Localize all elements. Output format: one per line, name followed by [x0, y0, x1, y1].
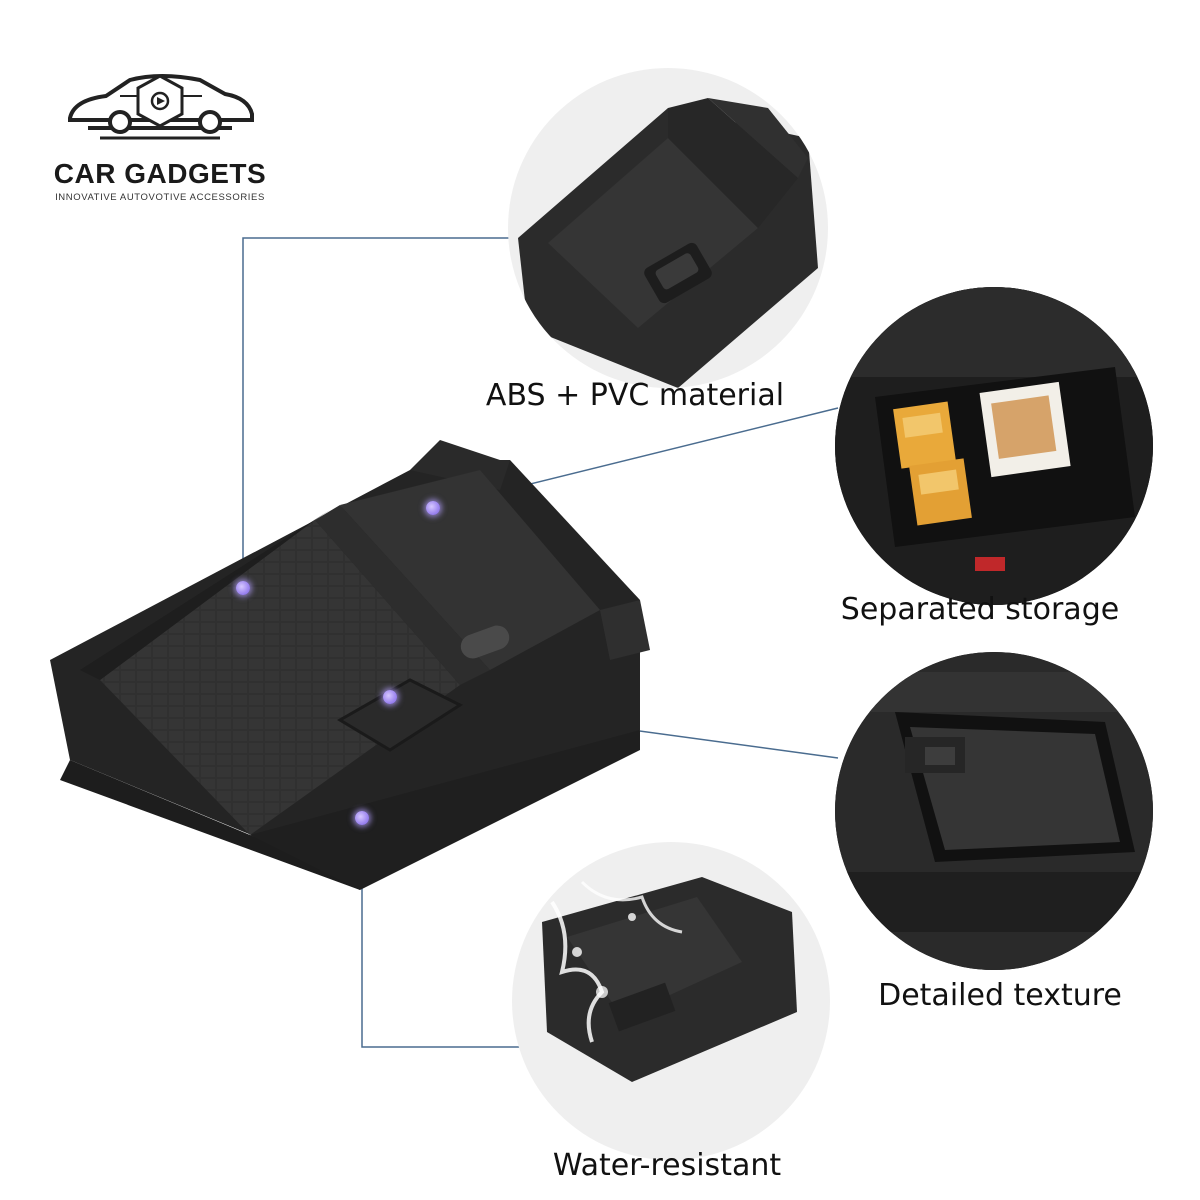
marker-dot-water: [355, 811, 369, 825]
brand-name: CAR GADGETS: [53, 158, 267, 189]
marker-dot-storage: [426, 501, 440, 515]
feature-label-material: ABS + PVC material: [485, 378, 785, 413]
feature-label-texture: Detailed texture: [878, 978, 1122, 1013]
feature-image-storage: [835, 287, 1153, 605]
marker-dot-material: [236, 581, 250, 595]
feature-label-water: Water-resistant: [552, 1148, 782, 1183]
feature-label-storage: Separated storage: [840, 592, 1120, 627]
brand-tagline: INNOVATIVE AUTOVOTIVE ACCESSORIES: [55, 192, 265, 203]
feature-image-material: [508, 68, 828, 388]
brand-logo: CAR GADGETS INNOVATIVE AUTOVOTIVE ACCESS…: [40, 70, 280, 210]
main-product-image: [50, 440, 650, 890]
marker-dot-texture: [383, 690, 397, 704]
feature-image-texture: [835, 652, 1153, 970]
car-circuit-icon: [68, 74, 254, 140]
feature-image-water: [512, 842, 830, 1160]
